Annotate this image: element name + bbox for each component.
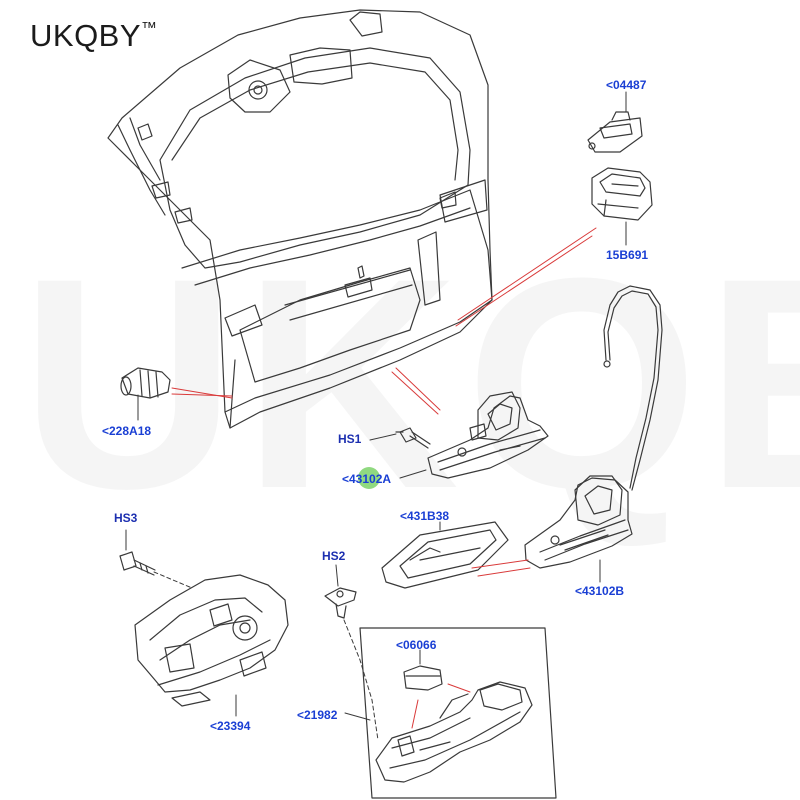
part-15B691 [591,167,653,221]
part-21982-box [359,627,557,799]
label-43102A[interactable]: <43102A [342,472,392,486]
label-HS3[interactable]: HS3 [114,511,138,525]
label-15B691[interactable]: 15B691 [606,248,649,262]
part-06066 [403,665,443,691]
part-43102A [427,391,549,479]
part-HS1 [399,427,431,449]
part-228A18 [120,367,171,399]
label-06066[interactable]: <06066 [396,638,437,652]
brand-logo: UKQBY™ [30,18,158,54]
hotspot-marker[interactable] [358,467,380,489]
label-228A18[interactable]: <228A18 [102,424,152,438]
label-43102B[interactable]: <43102B [575,584,625,598]
label-431B38[interactable]: <431B38 [400,509,450,523]
label-23394[interactable]: <23394 [210,719,251,733]
part-21982 [375,681,533,783]
part-43102B [524,475,633,569]
label-HS2[interactable]: HS2 [322,549,346,563]
part-HS3 [119,551,156,576]
label-04487[interactable]: <04487 [606,78,647,92]
part-HS2 [324,587,357,619]
label-21982[interactable]: <21982 [297,708,338,722]
part-23394 [134,574,289,707]
release-cable [603,285,663,491]
brand-tm: ™ [141,20,158,37]
label-HS1[interactable]: HS1 [338,432,362,446]
part-431B38 [381,521,509,589]
part-04487 [587,111,643,153]
brand-name: UKQBY [30,18,142,53]
tailgate-assembly [107,9,493,429]
